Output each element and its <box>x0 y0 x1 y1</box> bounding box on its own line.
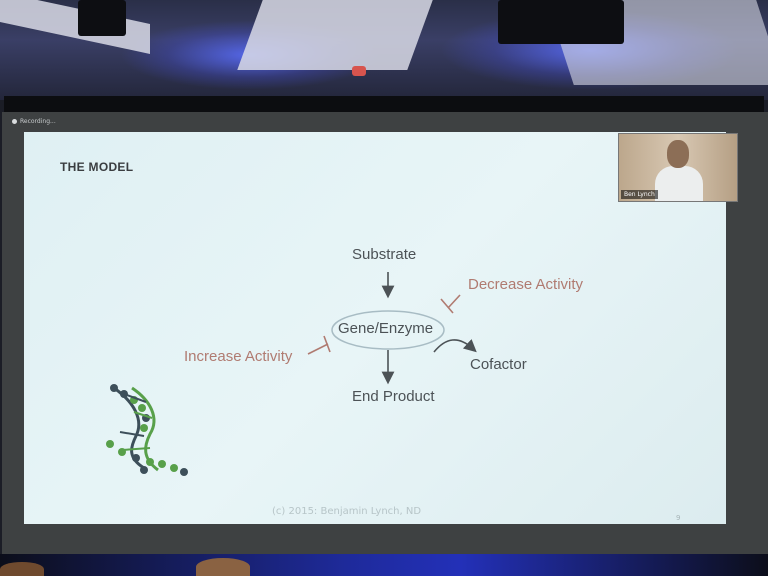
decrease-inhibitor <box>447 294 461 309</box>
ceiling-light-fixture <box>78 0 126 36</box>
end-product-label: End Product <box>352 388 435 405</box>
slide-footer: (c) 2015: Benjamin Lynch, ND <box>272 506 422 517</box>
speaker-head <box>667 140 689 168</box>
increase-inhibitor <box>307 343 329 355</box>
ceiling-beam <box>237 0 433 70</box>
slide: THE MODEL <box>24 132 726 524</box>
audience-head <box>196 558 250 576</box>
ceiling-beam <box>0 0 150 54</box>
substrate-label: Substrate <box>352 246 417 263</box>
recording-label: Recording... <box>20 118 56 125</box>
gene-enzyme-ellipse <box>331 310 445 350</box>
cofactor-label: Cofactor <box>470 356 527 373</box>
recording-indicator: Recording... <box>12 118 56 125</box>
cofactor-arrow <box>433 338 477 353</box>
stage-floor <box>0 554 768 576</box>
ceiling-light-fixture <box>352 66 366 76</box>
decrease-inhibitor-bar <box>440 298 454 314</box>
speaker-shirt <box>655 166 703 201</box>
slide-title: THE MODEL <box>60 160 134 174</box>
record-icon <box>12 119 17 124</box>
speaker-webcam[interactable]: Ben Lynch <box>618 133 738 202</box>
diagram-arrows <box>106 272 477 476</box>
slide-page-number: 9 <box>676 514 681 522</box>
decrease-activity-label: Decrease Activity <box>468 276 584 293</box>
webcam-name-label: Ben Lynch <box>621 190 658 199</box>
dna-helix-icon <box>106 384 188 476</box>
increase-inhibitor-bar <box>323 335 331 353</box>
ceiling <box>0 0 768 100</box>
speaker <box>498 0 624 44</box>
gene-enzyme-label: Gene/Enzyme <box>338 320 434 337</box>
audience-head <box>0 562 44 576</box>
increase-activity-label: Increase Activity <box>184 348 293 365</box>
